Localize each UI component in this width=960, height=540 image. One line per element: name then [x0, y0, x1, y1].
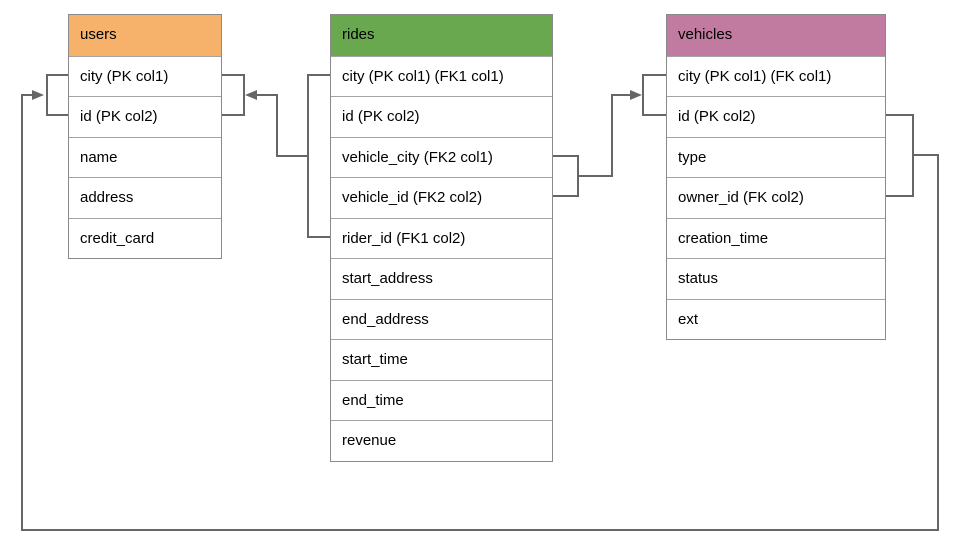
rides-row-id: id (PK col2)	[331, 96, 552, 137]
rides-row-end-time: end_time	[331, 379, 552, 420]
users-row-address: address	[69, 177, 221, 218]
rides-fk1-bracket	[307, 74, 330, 238]
vehicles-row-id: id (PK col2)	[667, 96, 885, 137]
vehicles-row-owner-id: owner_id (FK col2)	[667, 177, 885, 218]
rides-row-revenue: revenue	[331, 420, 552, 461]
vehicles-row-creation-time: creation_time	[667, 217, 885, 258]
table-users-header: users	[69, 15, 221, 56]
arrowhead-to-users-right-icon	[245, 90, 257, 100]
rides-users-connector-line	[257, 94, 308, 157]
rides-row-city: city (PK col1) (FK1 col1)	[331, 55, 552, 96]
users-pk-left-bracket	[46, 74, 68, 116]
rides-fk2-bracket	[553, 155, 579, 197]
relationship-rides-users	[222, 74, 330, 238]
vehicles-row-type: type	[667, 136, 885, 177]
vehicles-row-ext: ext	[667, 298, 885, 339]
users-row-name: name	[69, 136, 221, 177]
vehicles-pk-bracket	[642, 74, 666, 116]
table-vehicles: vehicles city (PK col1) (FK col1) id (PK…	[666, 14, 886, 340]
rides-row-end-address: end_address	[331, 298, 552, 339]
rides-vehicles-connector-line	[578, 94, 630, 177]
rides-row-vehicle-id: vehicle_id (FK2 col2)	[331, 177, 552, 218]
arrowhead-to-vehicles-icon	[630, 90, 642, 100]
vehicles-row-status: status	[667, 258, 885, 299]
relationship-vehicles-users	[21, 74, 939, 531]
vehicles-fk-bracket	[886, 114, 914, 197]
users-row-id: id (PK col2)	[69, 96, 221, 137]
rides-row-rider-id: rider_id (FK1 col2)	[331, 217, 552, 258]
table-rides: rides city (PK col1) (FK1 col1) id (PK c…	[330, 14, 553, 462]
arrowhead-to-users-left-icon	[32, 90, 44, 100]
relationship-rides-vehicles	[553, 74, 666, 197]
table-users: users city (PK col1) id (PK col2) name a…	[68, 14, 222, 259]
table-vehicles-header: vehicles	[667, 15, 885, 56]
vehicles-users-connector-line	[21, 94, 939, 531]
rides-row-vehicle-city: vehicle_city (FK2 col1)	[331, 136, 552, 177]
users-row-city: city (PK col1)	[69, 55, 221, 96]
users-pk-bracket	[222, 74, 245, 116]
vehicles-row-city: city (PK col1) (FK col1)	[667, 55, 885, 96]
users-row-credit-card: credit_card	[69, 217, 221, 258]
rides-row-start-address: start_address	[331, 258, 552, 299]
rides-row-start-time: start_time	[331, 339, 552, 380]
table-rides-header: rides	[331, 15, 552, 56]
